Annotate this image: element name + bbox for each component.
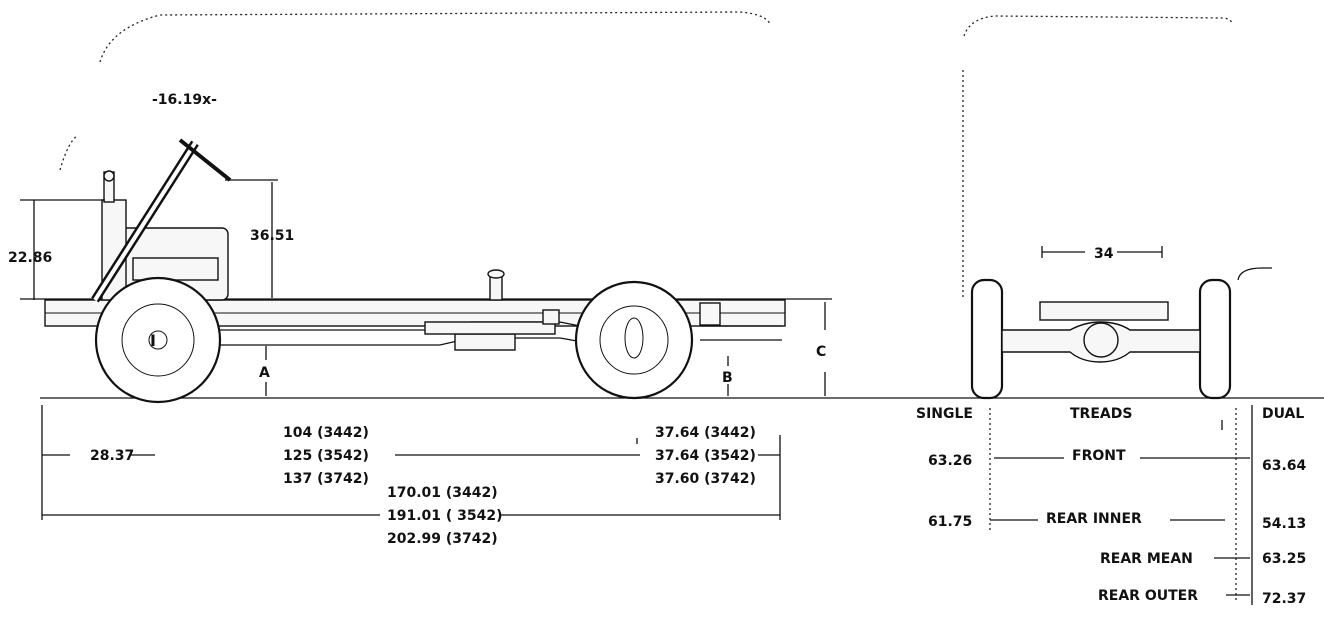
label-c: C <box>816 344 826 360</box>
rear-overhang-3442: 37.64 (3442) <box>655 425 756 441</box>
svg-text:I: I <box>150 331 156 350</box>
header-single: SINGLE <box>916 406 973 422</box>
rear-inner-single: 61.75 <box>928 514 972 530</box>
rear-body-outline <box>962 15 1233 300</box>
label-a: A <box>259 365 270 381</box>
wheelbase-3442: 104 (3442) <box>283 425 369 441</box>
top-dimension-label: -16.19x- <box>152 92 217 108</box>
tread-guide-lines <box>989 405 1253 605</box>
dim-22-86: 22.86 <box>8 250 52 266</box>
dim-36-51: 36.51 <box>250 228 294 244</box>
overall-length-3742: 202.99 (3742) <box>387 531 498 547</box>
rear-inner-label: REAR INNER <box>1046 511 1142 527</box>
rear-mean-dual: 63.25 <box>1262 551 1306 567</box>
front-single: 63.26 <box>928 453 972 469</box>
length-dimension-lines <box>41 405 781 520</box>
wheelbase-3742: 137 (3742) <box>283 471 369 487</box>
rear-top-dim: 34 <box>1094 246 1114 262</box>
wheelbase-3542: 125 (3542) <box>283 448 369 464</box>
label-b: B <box>722 370 733 386</box>
rear-outer-label: REAR OUTER <box>1098 588 1198 604</box>
rear-outer-dual: 72.37 <box>1262 591 1306 607</box>
overall-length-3542: 191.01 ( 3542) <box>387 508 503 524</box>
rear-inner-dual: 54.13 <box>1262 516 1306 532</box>
front-dual: 63.64 <box>1262 458 1307 474</box>
rear-overhang-3542: 37.64 (3542) <box>655 448 756 464</box>
front-label: FRONT <box>1072 448 1126 464</box>
front-overhang: 28.37 <box>90 448 134 464</box>
overall-length-3442: 170.01 (3442) <box>387 485 498 501</box>
rear-overhang-3742: 37.60 (3742) <box>655 471 756 487</box>
dim-22-86-markers <box>20 199 105 300</box>
rear-mean-label: REAR MEAN <box>1100 551 1193 567</box>
rear-top-dimension <box>1041 246 1163 258</box>
front-wheel: I <box>94 276 222 404</box>
steering-column <box>91 138 232 303</box>
rear-wheel <box>574 280 694 400</box>
header-dual: DUAL <box>1262 406 1304 422</box>
side-body-outline <box>59 11 771 171</box>
header-treads: TREADS <box>1070 406 1132 422</box>
fuel-filler <box>487 269 505 301</box>
dim-36-51-markers <box>225 179 278 298</box>
rear-axle-assembly <box>970 267 1272 400</box>
